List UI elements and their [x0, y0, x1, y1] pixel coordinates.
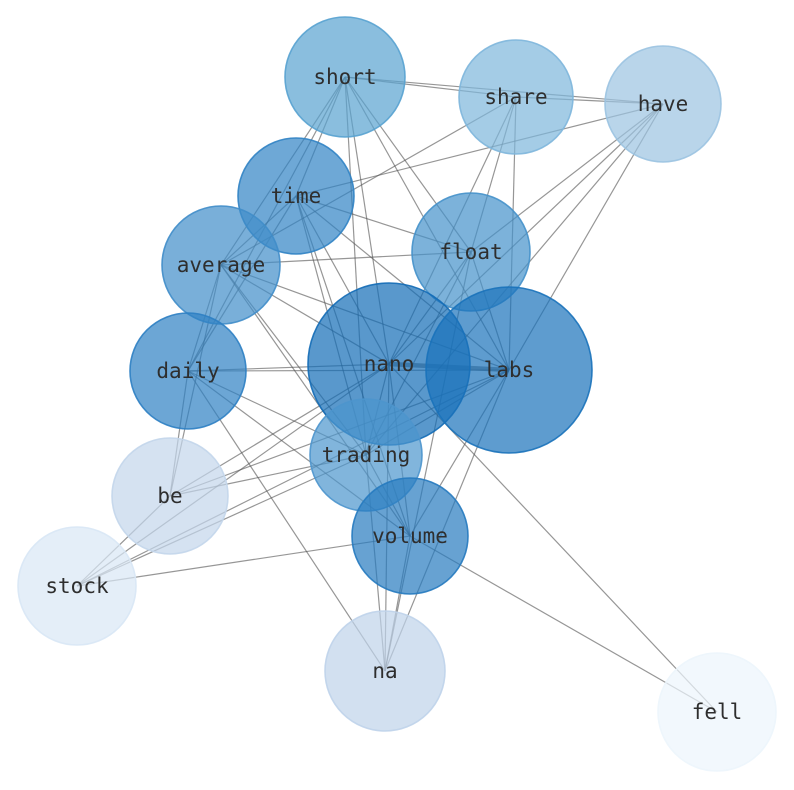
node-labs: [425, 286, 593, 454]
edge-have-time: [295, 103, 664, 197]
node-label-fell: fell: [692, 700, 743, 724]
nodes-layer: [17, 16, 777, 772]
node-time: [237, 137, 355, 255]
node-label-time: time: [271, 184, 322, 208]
node-label-labs: labs: [484, 358, 535, 382]
node-label-daily: daily: [156, 359, 219, 383]
node-short: [284, 16, 406, 138]
node-label-na: na: [372, 659, 397, 683]
node-label-volume: volume: [372, 524, 448, 548]
node-be: [111, 437, 229, 555]
node-volume: [351, 477, 469, 595]
node-fell: [657, 652, 777, 772]
node-stock: [17, 526, 137, 646]
node-label-have: have: [638, 92, 689, 116]
node-have: [604, 45, 722, 163]
node-label-share: share: [484, 85, 547, 109]
node-label-stock: stock: [45, 574, 109, 598]
node-label-short: short: [313, 65, 376, 89]
node-na: [324, 610, 446, 732]
node-label-float: float: [439, 240, 502, 264]
node-daily: [129, 312, 247, 430]
labels-layer: short share have time average float nano labs da…: [45, 65, 742, 724]
node-label-nano: nano: [364, 352, 415, 376]
node-label-trading: trading: [322, 443, 411, 467]
node-label-average: average: [177, 253, 266, 277]
node-label-be: be: [157, 484, 182, 508]
node-share: [458, 39, 574, 155]
